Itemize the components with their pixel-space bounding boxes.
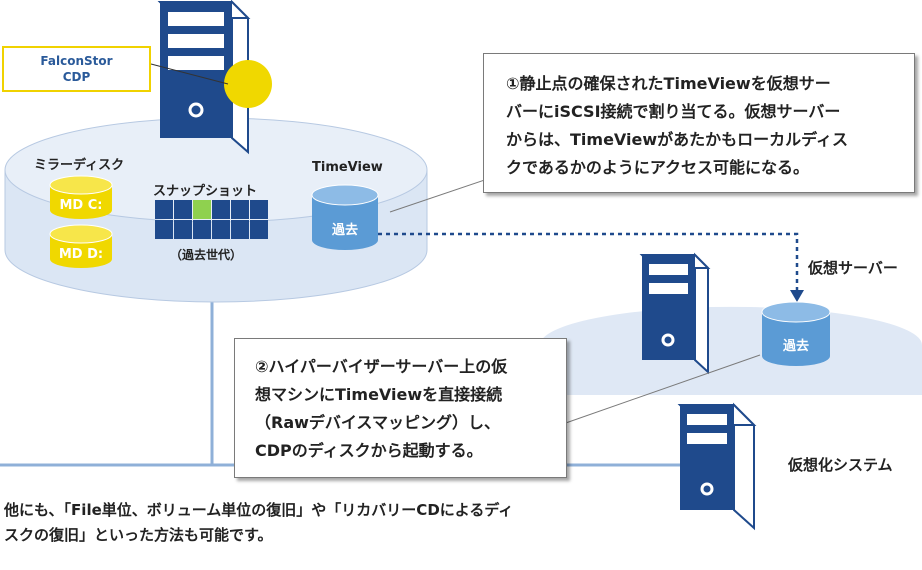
timeview-disk [311, 184, 379, 250]
snapshot-cell [231, 220, 249, 239]
falconstor-label: FalconStor CDP [2, 46, 151, 92]
md-c-disk [49, 175, 113, 219]
callout1-line2: バーにiSCSI接続で割り当てる。仮想サーバー [506, 102, 841, 121]
snapshot-cell [212, 220, 230, 239]
falcon-pointer [150, 63, 229, 85]
md-c-label: MD C: [59, 198, 103, 213]
cdp-server-icon [157, 0, 272, 155]
cdp-name: CDP [62, 70, 91, 84]
callout2-pointer [559, 354, 761, 426]
virtualization-system-label: 仮想化システム [788, 456, 893, 474]
virtualization-server-icon [677, 402, 757, 531]
footer-line2: スクの復旧」といった方法も可能です。 [4, 526, 273, 544]
callout2-line2: 想マシンにTimeViewを直接接続 [255, 385, 503, 404]
iscsi-arrow [790, 290, 804, 302]
footer-line1: 他にも、「File単位、ボリューム単位の復旧」や「リカバリーCDによるディ [4, 501, 514, 519]
footer-note: 他にも、「File単位、ボリューム単位の復旧」や「リカバリーCDによるディ スク… [4, 498, 664, 548]
callout2-line3: （Rawデバイスマッピング）し、 [255, 413, 500, 432]
callout1-line4: クであるかのようにアクセス可能になる。 [506, 158, 810, 177]
md-d-disk [49, 224, 113, 268]
generations-label: （過去世代） [170, 248, 243, 262]
snapshot-cell [250, 200, 268, 219]
virtual-disk-label: 過去 [782, 339, 809, 354]
md-d-label: MD D: [58, 247, 104, 262]
callout-timeview-iscsi: ①静止点の確保されたTimeViewを仮想サー バーにiSCSI接続で割り当てる… [483, 53, 915, 193]
virtual-server-label: 仮想サーバー [808, 259, 898, 277]
snapshot-label: スナップショット [153, 184, 258, 199]
snapshot-cell [174, 220, 192, 239]
falconstor-name: FalconStor [40, 54, 113, 68]
snapshot-cell-selected [193, 200, 211, 219]
virtual-platform [540, 306, 922, 395]
virtual-disk [761, 301, 831, 366]
timeview-disk-label: 過去 [331, 223, 358, 238]
snapshot-cell [174, 200, 192, 219]
snapshot-cell [212, 200, 230, 219]
snapshot-cell [193, 220, 211, 239]
callout2-line4: CDPのディスクから起動する。 [255, 441, 483, 460]
snapshot-cell [155, 220, 173, 239]
callout2-line1: ②ハイパーバイザーサーバー上の仮 [255, 357, 508, 376]
snapshot-grid [155, 200, 268, 239]
callout1-line3: からは、TimeViewがあたかもローカルディス [506, 130, 849, 149]
virtual-server-icon [639, 252, 711, 375]
mirror-disk-label: ミラーディスク [34, 158, 125, 173]
snapshot-cell [231, 200, 249, 219]
timeview-label: TimeView [312, 160, 383, 175]
iscsi-connection [378, 232, 799, 292]
snapshot-cell [250, 220, 268, 239]
callout-raw-device-mapping: ②ハイパーバイザーサーバー上の仮 想マシンにTimeViewを直接接続 （Raw… [234, 338, 567, 478]
callout1-line1: ①静止点の確保されたTimeViewを仮想サー [506, 74, 831, 93]
snapshot-cell [155, 200, 173, 219]
